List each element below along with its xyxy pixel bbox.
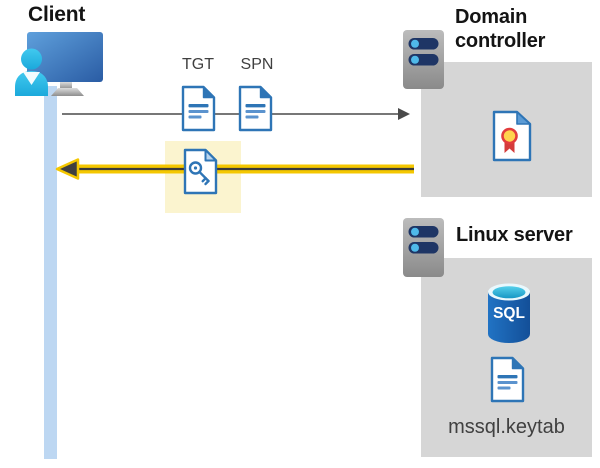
keytab-document-icon (490, 356, 525, 403)
client-lifeline-bar (44, 86, 57, 459)
tgt-document-icon (181, 85, 216, 132)
sql-database-icon: SQL (488, 283, 530, 343)
domain-controller-label: Domain controller (455, 6, 546, 53)
user-silhouette-icon (15, 48, 48, 96)
key-glyph (188, 161, 210, 186)
key-document-icon (183, 148, 218, 195)
certificate-icon (492, 110, 532, 162)
request-arrow (62, 108, 410, 120)
domain-controller-server-icon (403, 30, 444, 89)
spn-label: SPN (240, 56, 274, 73)
monitor-icon (27, 32, 103, 96)
keytab-filename: mssql.keytab (448, 416, 565, 438)
linux-server-label: Linux server (456, 224, 573, 246)
linux-server-icon (403, 218, 444, 277)
spn-document-icon (238, 85, 273, 132)
client-label: Client (28, 3, 86, 26)
client-workstation-icon (15, 32, 103, 96)
response-arrow (55, 158, 414, 180)
sql-icon-label: SQL (493, 305, 525, 322)
tgt-label: TGT (182, 56, 214, 73)
